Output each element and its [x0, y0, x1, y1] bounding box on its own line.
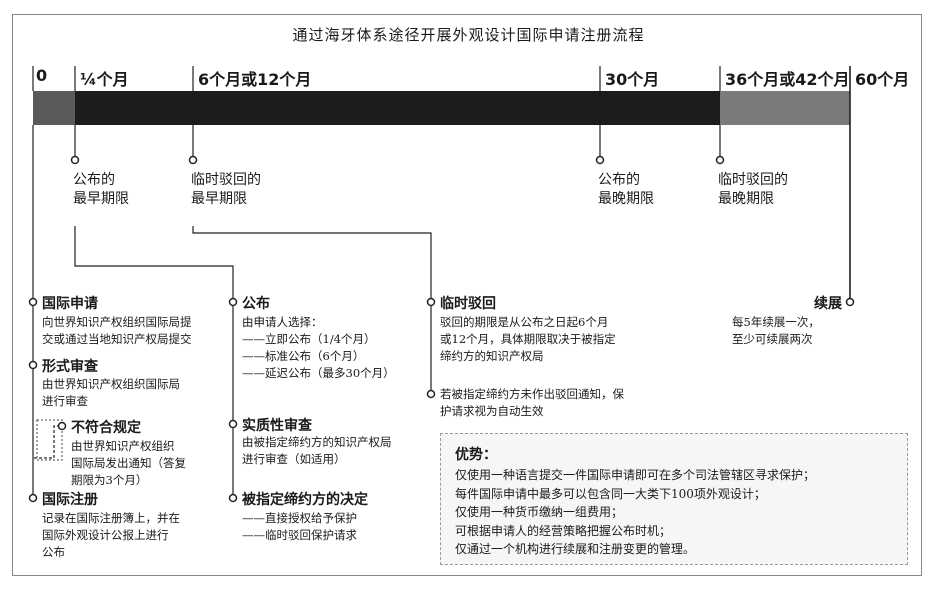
step-substantive-exam-title: 实质性审查: [242, 418, 312, 434]
step-node: [228, 493, 238, 503]
step-international-registration-desc: 记录在国际注册簿上，并在 国际外观设计公报上进行 公布: [42, 511, 180, 559]
diagram-frame: [12, 14, 922, 576]
step-node: [28, 493, 38, 503]
step-renewal-title: 续展: [814, 296, 842, 312]
step-node: [845, 297, 855, 307]
step-node: [426, 389, 436, 399]
step-node: [426, 297, 436, 307]
timeline-segment-main: [75, 91, 720, 125]
tick-label-0: 0: [36, 66, 48, 85]
milestone-earliest-publication: 公布的 最早期限: [73, 172, 129, 207]
step-automatic-effect-desc: 若被指定缔约方未作出驳回通知，保 护请求视为自动生效: [440, 387, 624, 418]
step-publication-desc: 由申请人选择： ——立即公布（1/4个月） ——标准公布（6个月） ——延迟公布…: [242, 315, 395, 380]
step-node: [28, 360, 38, 370]
benefits-title: 优势：: [455, 447, 497, 463]
step-node: [228, 419, 238, 429]
step-node: [57, 421, 67, 431]
benefits-list: 仅使用一种语言提交一件国际申请即可在多个司法管辖区寻求保护； 每件国际申请中最多…: [455, 466, 815, 559]
step-provisional-refusal-desc: 驳回的期限是从公布之日起6个月 或12个月，具体期限取决于被指定 缔约方的知识产…: [440, 315, 616, 363]
step-formal-exam-desc: 由世界知识产权组织国际局 进行审查: [42, 377, 180, 408]
step-node: [28, 297, 38, 307]
step-decision-title: 被指定缔约方的决定: [242, 492, 368, 508]
tick-label-6-or-12-months: 6个月或12个月: [198, 70, 312, 89]
milestone-latest-publication: 公布的 最晚期限: [598, 172, 654, 207]
step-international-application-desc: 向世界知识产权组织国际局提 交或通过当地知识产权局提交: [42, 315, 192, 346]
tick-label-36-or-42-months: 36个月或42个月: [725, 70, 850, 89]
timeline-segment-initial: [33, 91, 75, 125]
step-decision-desc: ——直接授权给予保护 ——临时驳回保护请求: [242, 511, 357, 542]
tick-label-quarter-month: ¼个月: [80, 70, 129, 89]
timeline-segment-renewal: [720, 91, 850, 125]
benefits-box: 优势： 仅使用一种语言提交一件国际申请即可在多个司法管辖区寻求保护； 每件国际申…: [440, 433, 908, 565]
step-formal-exam-title: 形式审查: [42, 359, 98, 375]
step-node: [228, 297, 238, 307]
step-substantive-exam-desc: 由被指定缔约方的知识产权局 进行审查（如适用）: [242, 435, 392, 466]
diagram-title: 通过海牙体系途径开展外观设计国际申请注册流程: [292, 26, 645, 44]
step-renewal-desc: 每5年续展一次， 至少可续展两次: [732, 315, 820, 346]
benefit-item: 可根据申请人的经营策略把握公布时机；: [455, 523, 672, 538]
step-irregularity-title: 不符合规定: [71, 420, 141, 436]
milestone-latest-refusal: 临时驳回的 最晚期限: [718, 172, 788, 207]
benefit-item: 仅通过一个机构进行续展和注册变更的管理。: [455, 542, 696, 556]
milestone-node: [70, 155, 80, 165]
step-international-registration-title: 国际注册: [42, 492, 98, 508]
benefit-item: 仅使用一种货币缴纳一组费用；: [455, 505, 624, 519]
tick-label-60-months: 60个月: [855, 70, 910, 89]
step-irregularity-desc: 由世界知识产权组织 国际局发出通知（答复 期限为3个月）: [71, 439, 186, 487]
milestone-node: [595, 155, 605, 165]
benefit-item: 仅使用一种语言提交一件国际申请即可在多个司法管辖区寻求保护；: [455, 468, 816, 482]
step-provisional-refusal-title: 临时驳回: [440, 296, 496, 312]
step-international-application-title: 国际申请: [42, 296, 98, 312]
milestone-node: [188, 155, 198, 165]
step-publication-title: 公布: [242, 296, 270, 312]
milestone-earliest-refusal: 临时驳回的 最早期限: [191, 172, 261, 207]
benefit-item: 每件国际申请中最多可以包含同一大类下100项外观设计；: [455, 486, 766, 501]
milestone-node: [715, 155, 725, 165]
tick-label-30-months: 30个月: [605, 70, 660, 89]
